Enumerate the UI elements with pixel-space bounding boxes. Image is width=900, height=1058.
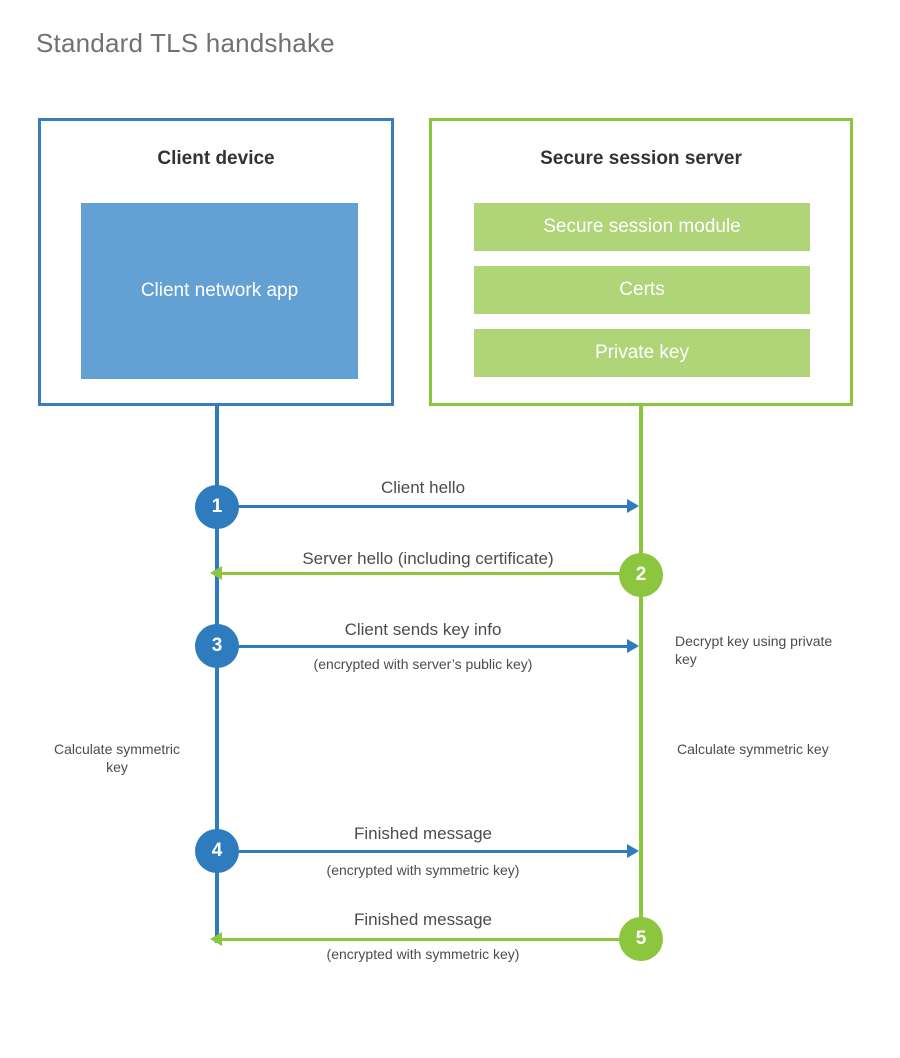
client-device-title: Client device [157, 148, 275, 169]
step-circle-5: 5 [619, 917, 663, 961]
message-sublabel-encrypted-symmetric-key-server: (encrypted with symmetric key) [326, 946, 520, 962]
message-arrow-line-1 [217, 505, 629, 508]
step-circle-4: 4 [195, 829, 239, 873]
server-module-secure-session-module: Secure session module [474, 203, 810, 251]
secure-session-server-box: Secure session server Secure session mod… [429, 118, 853, 406]
message-label-client-hello: Client hello [380, 478, 466, 497]
step-circle-3: 3 [195, 624, 239, 668]
message-arrow-line-4 [217, 850, 629, 853]
server-module-private-key: Private key [474, 329, 810, 377]
arrow-head-left-icon [210, 566, 222, 580]
message-label-finished-message-server: Finished message [354, 910, 492, 929]
client-network-app-block: Client network app [81, 203, 358, 379]
page-title: Standard TLS handshake [36, 28, 335, 58]
client-lifeline [215, 405, 219, 943]
note-decrypt-key-using-private-key: Decrypt key using private key [675, 633, 833, 668]
arrow-head-right-icon [627, 499, 639, 513]
step-circle-1: 1 [195, 485, 239, 529]
message-sublabel-encrypted-public-key: (encrypted with server’s public key) [313, 656, 533, 672]
arrow-head-right-icon [627, 844, 639, 858]
arrow-head-right-icon [627, 639, 639, 653]
message-arrow-line-3 [217, 645, 629, 648]
server-lifeline [639, 405, 643, 940]
arrow-head-left-icon [210, 932, 222, 946]
secure-session-server-title: Secure session server [540, 148, 742, 169]
message-label-finished-message-client: Finished message [354, 824, 492, 843]
note-calculate-symmetric-key-server: Calculate symmetric key [677, 741, 829, 757]
server-module-certs: Certs [474, 266, 810, 314]
message-sublabel-encrypted-symmetric-key-client: (encrypted with symmetric key) [326, 862, 520, 878]
message-label-client-sends-key-info: Client sends key info [344, 620, 502, 639]
message-label-server-hello: Server hello (including certificate) [302, 549, 554, 568]
message-arrow-line-2 [222, 572, 629, 575]
client-device-box: Client device Client network app [38, 118, 394, 406]
step-circle-2: 2 [619, 553, 663, 597]
note-calculate-symmetric-key-client: Calculate symmetric key [53, 741, 181, 776]
message-arrow-line-5 [222, 938, 629, 941]
